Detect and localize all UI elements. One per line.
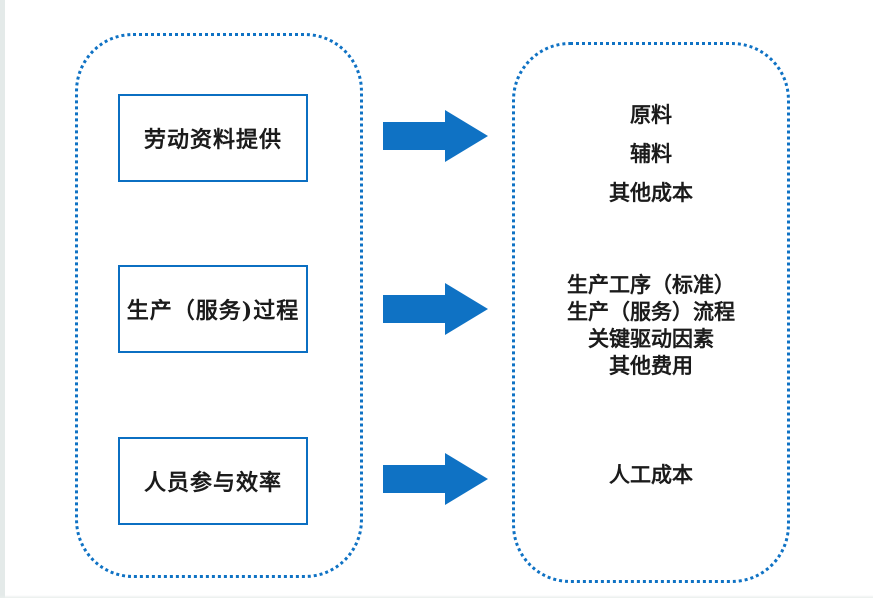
box-labor-materials: 劳动资料提供 xyxy=(118,94,308,182)
materials-line: 辅料 xyxy=(630,141,672,166)
materials-cost-group: 原料 辅料 其他成本 xyxy=(515,95,787,212)
right-arrow-icon xyxy=(383,453,488,505)
box-personnel-efficiency-label: 人员参与效率 xyxy=(143,470,282,496)
page-bottom-edge xyxy=(0,595,873,598)
right-group-frame: 原料 辅料 其他成本 生产工序（标准） 生产（服务）流程 关键驱动因素 其他费用… xyxy=(512,42,790,583)
right-arrow-icon xyxy=(383,110,488,162)
box-production-process: 生产（服务)过程 xyxy=(118,265,308,353)
box-labor-materials-label: 劳动资料提供 xyxy=(143,127,282,153)
materials-line: 其他成本 xyxy=(609,180,693,205)
page-edge-strip xyxy=(0,0,5,598)
materials-line: 原料 xyxy=(630,102,672,127)
process-line: 生产（服务）流程 xyxy=(567,299,735,324)
process-line: 其他费用 xyxy=(609,353,693,378)
box-personnel-efficiency: 人员参与效率 xyxy=(118,437,308,525)
process-line: 关键驱动因素 xyxy=(588,326,714,351)
left-group-frame: 劳动资料提供 生产（服务)过程 人员参与效率 xyxy=(75,33,363,578)
labor-cost-group: 人工成本 xyxy=(515,461,787,488)
box-production-process-label: 生产（服务)过程 xyxy=(126,298,300,324)
process-cost-group: 生产工序（标准） 生产（服务）流程 关键驱动因素 其他费用 xyxy=(515,271,787,379)
labor-cost-line: 人工成本 xyxy=(609,462,693,487)
right-arrow-icon xyxy=(383,283,488,335)
process-line: 生产工序（标准） xyxy=(567,272,735,297)
